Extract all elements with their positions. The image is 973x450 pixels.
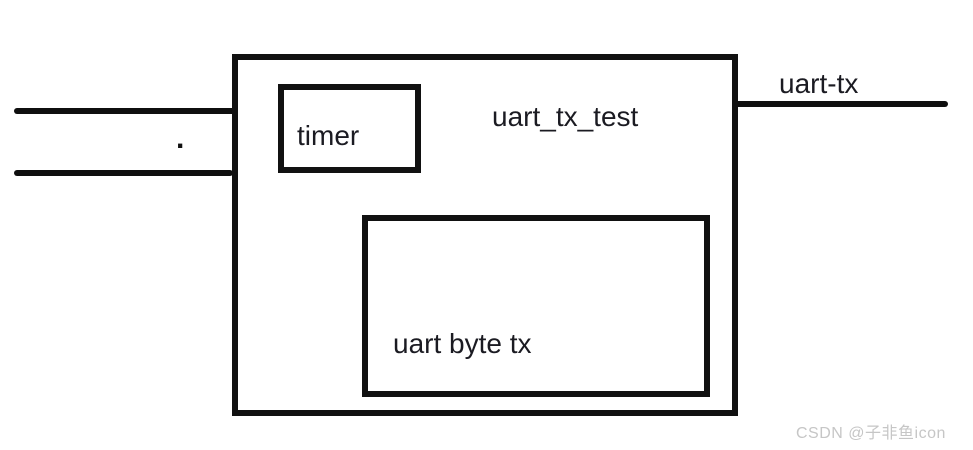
uart-tx-test-block: uart_tx_test timer uart byte tx (232, 54, 738, 416)
watermark: CSDN @子非鱼icon (796, 425, 946, 442)
output-wire (724, 101, 948, 107)
uart-byte-tx-block: uart byte tx (362, 215, 710, 397)
module-title: uart_tx_test (492, 101, 639, 132)
output-wire-label: uart-tx (779, 68, 859, 99)
input-wire-bottom (14, 170, 233, 176)
timer-block: timer (278, 84, 421, 173)
uart-byte-tx-block-label: uart byte tx (393, 328, 532, 359)
input-wire-top (14, 108, 248, 114)
timer-block-label: timer (297, 120, 360, 151)
junction-dot: . (176, 122, 185, 155)
